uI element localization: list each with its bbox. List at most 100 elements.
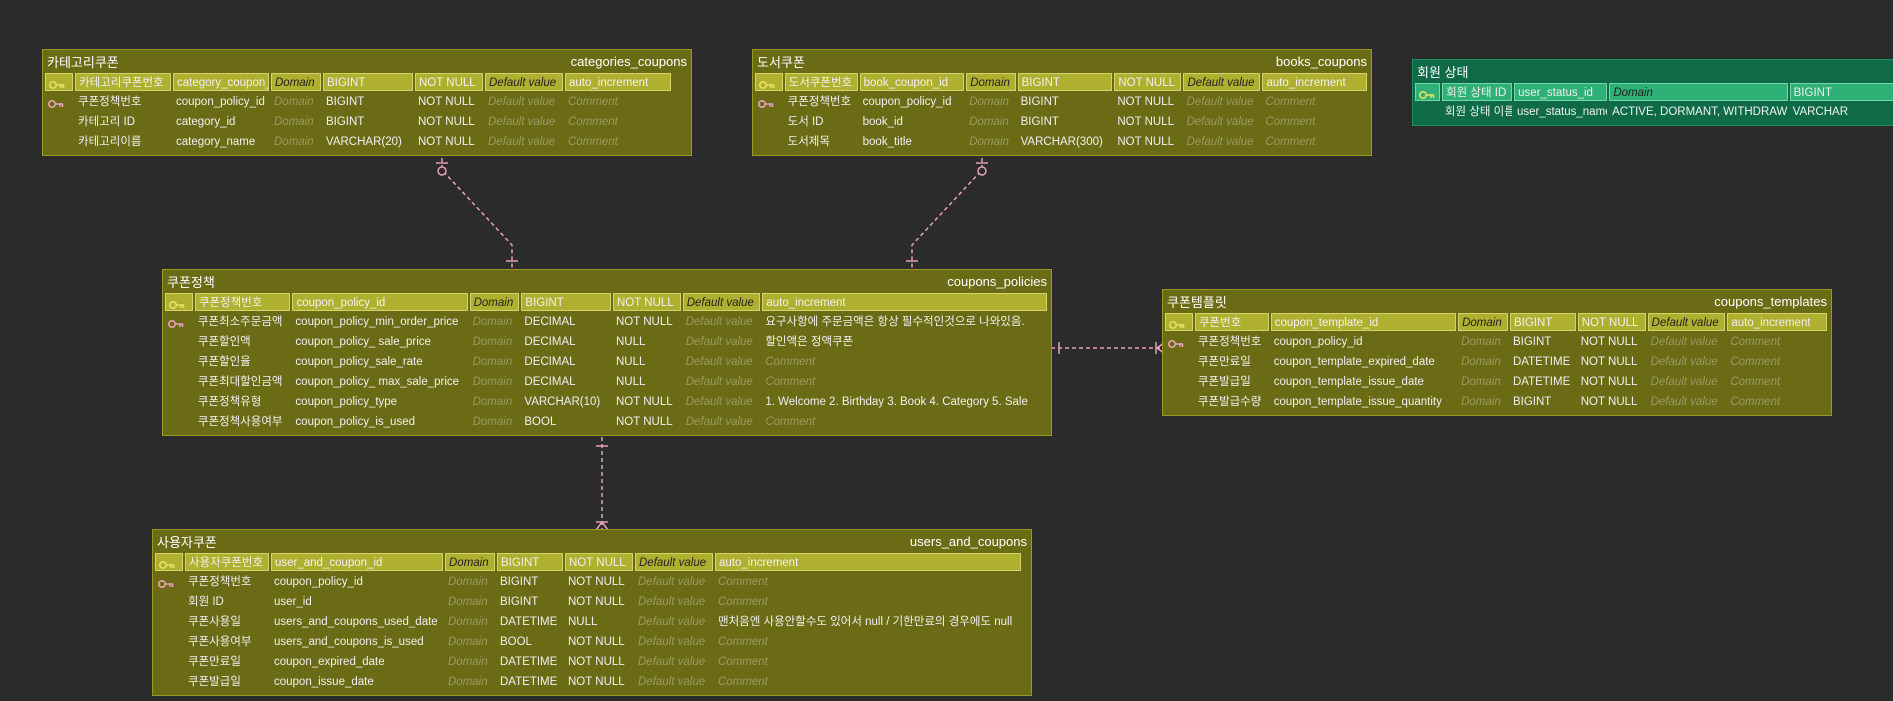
- edge-categories-to-policies: [441, 158, 513, 270]
- key-cell: [155, 573, 183, 591]
- comment-cell: Comment: [765, 416, 816, 428]
- physical-name-cell: book_id: [862, 116, 903, 128]
- nullability-cell: NOT NULL: [418, 116, 475, 128]
- comment-cell: auto_increment: [715, 553, 1021, 571]
- type-cell: BOOL: [524, 416, 557, 428]
- comment-cell: Comment: [1730, 396, 1781, 408]
- comment-cell: Comment: [718, 656, 768, 668]
- logical-name-cell: 쿠폰정책번호: [194, 293, 291, 311]
- comment-cell: Comment: [568, 96, 618, 108]
- entity-header[interactable]: 회원 상태: [1413, 60, 1893, 82]
- key-cell: [1165, 313, 1193, 331]
- key-cell: [155, 673, 183, 691]
- physical-name-cell: coupon_policy_id: [176, 96, 265, 108]
- logical-name-cell: 회원 상태 ID: [1442, 83, 1513, 101]
- type-cell: DATETIME: [500, 616, 558, 628]
- default-cell: Default value: [638, 676, 706, 688]
- logical-name-cell: 쿠폰할인액: [197, 336, 251, 348]
- domain-cell: Domain: [472, 416, 513, 428]
- entity-physical-name: categories_coupons: [570, 53, 687, 69]
- default-cell: Default value: [638, 616, 706, 628]
- nullability-cell: NOT NULL: [615, 396, 673, 408]
- default-cell: Default value: [1647, 313, 1726, 331]
- default-cell: Default value: [1186, 136, 1254, 148]
- domain-cell: Domain: [969, 136, 1009, 148]
- primary-key-row[interactable]: 카테고리쿠폰번호category_coupon_idDomainBIGINTNO…: [45, 72, 689, 92]
- physical-name-cell: coupon_policy_type: [295, 396, 398, 408]
- entity-header[interactable]: 카테고리쿠폰 categories_coupons: [43, 50, 691, 72]
- domain-cell: Domain: [472, 336, 513, 348]
- logical-name-cell: 도서제목: [787, 136, 830, 148]
- domain-cell: Domain: [969, 116, 1009, 128]
- key-cell: [165, 313, 193, 331]
- key-cell: [165, 393, 193, 411]
- logical-name-cell: 쿠폰정책번호: [1197, 336, 1262, 348]
- type-cell: BIGINT: [497, 553, 563, 571]
- type-cell: DECIMAL: [524, 376, 576, 388]
- entity-logical-name: 카테고리쿠폰: [47, 54, 119, 70]
- default-cell: Default value: [685, 376, 753, 388]
- type-cell: BIGINT: [521, 293, 611, 311]
- domain-cell: Domain: [1461, 336, 1501, 348]
- default-cell: Default value: [635, 553, 713, 571]
- nullability-cell: NOT NULL: [568, 576, 625, 588]
- physical-name-cell: user_status_id: [1514, 83, 1608, 101]
- primary-key-icon: [168, 298, 185, 310]
- nullability-cell: NOT NULL: [1114, 73, 1182, 91]
- domain-cell: Domain: [1461, 396, 1501, 408]
- comment-cell: Comment: [765, 356, 816, 368]
- physical-name-cell: coupon_issue_date: [274, 676, 374, 688]
- key-cell: [155, 553, 183, 571]
- entity-logical-name: 회원 상태: [1417, 64, 1469, 80]
- type-cell: BIGINT: [1020, 96, 1059, 108]
- nullability-cell: NOT NULL: [615, 316, 673, 328]
- physical-name-cell: coupon_template_id: [1270, 313, 1457, 331]
- type-cell: BIGINT: [500, 576, 539, 588]
- domain-cell: Domain: [472, 376, 513, 388]
- key-cell: [755, 93, 783, 111]
- logical-name-cell: 쿠폰정책번호: [787, 96, 852, 108]
